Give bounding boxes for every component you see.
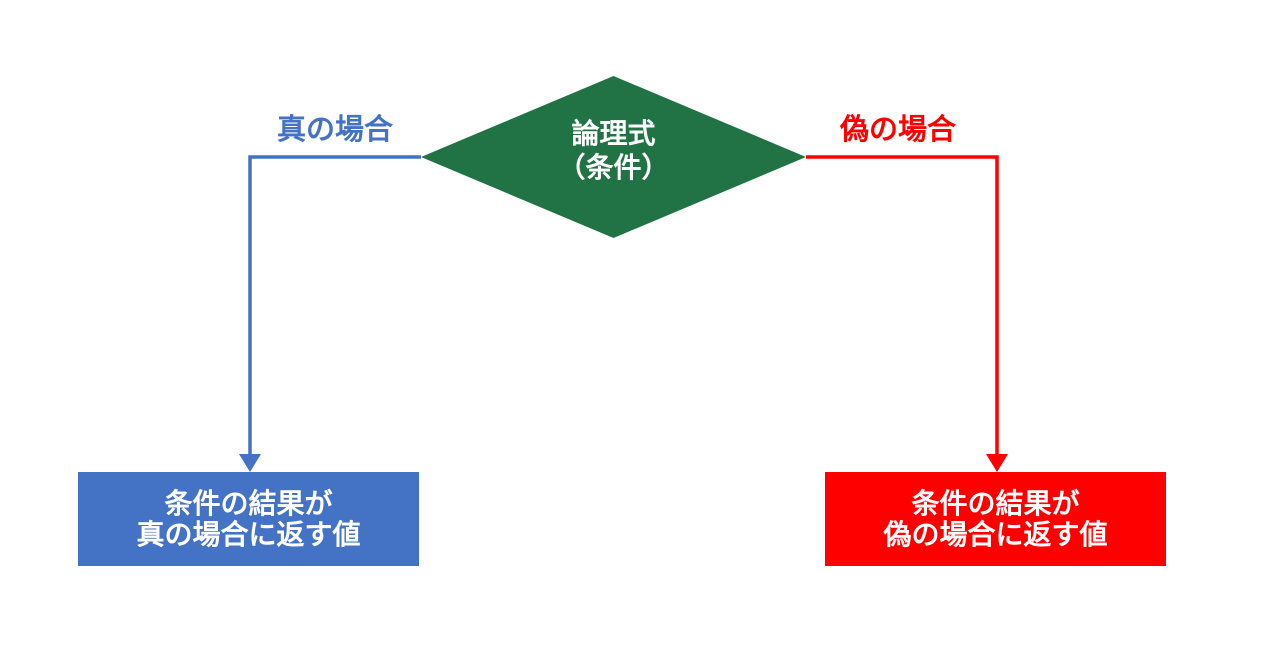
condition-diamond — [421, 76, 806, 238]
false-result-line2: 偽の場合に返す値 — [883, 519, 1108, 550]
true-branch-label: 真の場合 — [277, 114, 394, 146]
false-result-line1: 条件の結果が — [911, 488, 1080, 519]
true-result-line2: 真の場合に返す値 — [136, 519, 361, 550]
true-branch-arrowhead-icon — [239, 454, 261, 472]
true-result-box: 条件の結果が 真の場合に返す値 — [78, 472, 419, 566]
false-result-box: 条件の結果が 偽の場合に返す値 — [825, 472, 1166, 566]
false-branch-connector — [806, 155, 999, 456]
condition-node-label: 論理式 （条件） — [488, 117, 739, 185]
false-branch-label: 偽の場合 — [840, 114, 957, 146]
true-branch-connector — [248, 155, 421, 456]
condition-label-line2: （条件） — [557, 152, 670, 183]
true-result-line1: 条件の結果が — [164, 488, 333, 519]
condition-label-line1: 論理式 — [571, 118, 656, 149]
false-branch-arrowhead-icon — [986, 454, 1008, 472]
